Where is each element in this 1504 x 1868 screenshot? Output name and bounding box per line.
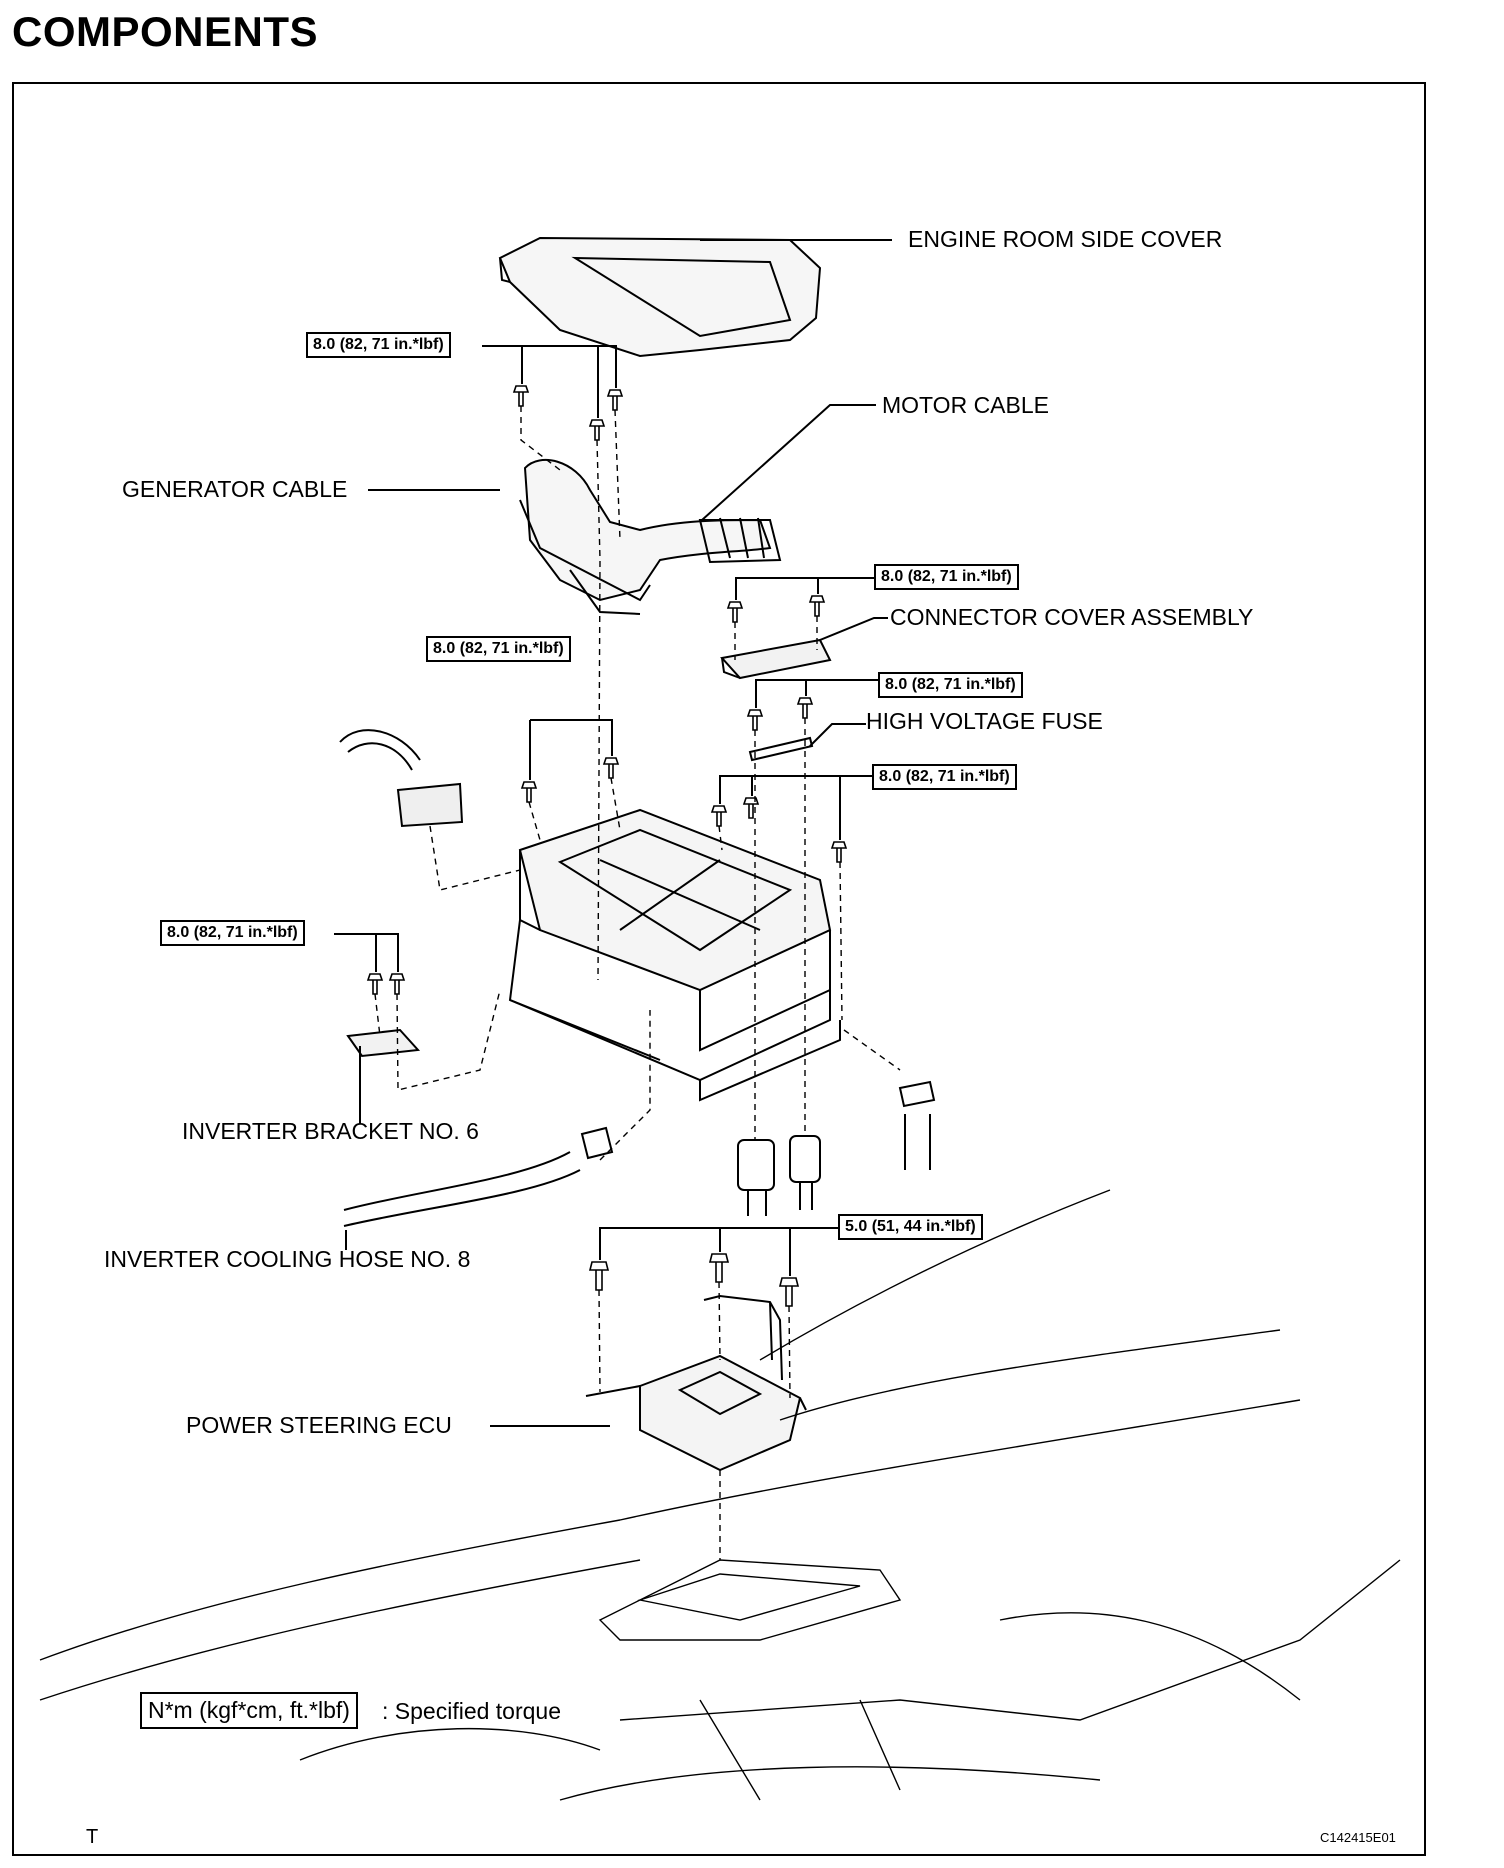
connector-cover-part <box>720 638 832 680</box>
torque-cover-bolts: 8.0 (82, 71 in.*lbf) <box>306 332 451 358</box>
label-motor-cable: MOTOR CABLE <box>882 392 1049 418</box>
diagram-frame <box>12 82 1426 1856</box>
grommet-part <box>339 729 464 828</box>
motor-generator-cable-part <box>519 459 782 615</box>
cooling-hose-part <box>343 1126 614 1227</box>
torque-fuse-bolts: 8.0 (82, 71 in.*lbf) <box>878 672 1023 698</box>
vehicle-body-part <box>39 1189 1401 1801</box>
torque-connector-cover-bolts: 8.0 (82, 71 in.*lbf) <box>874 564 1019 590</box>
torque-callout-lines <box>334 345 880 1276</box>
torque-bracket-bolts: 8.0 (82, 71 in.*lbf) <box>160 920 305 946</box>
high-voltage-fuse-part <box>748 736 814 762</box>
engine-room-side-cover-part <box>498 236 822 358</box>
alignment-lines <box>374 406 901 1560</box>
inverter-part <box>508 808 841 1102</box>
power-steering-ecu-part <box>585 1294 807 1472</box>
illustration-code: C142415E01 <box>1320 1830 1396 1845</box>
label-connector-cover-assembly: CONNECTOR COVER ASSEMBLY <box>890 604 1254 630</box>
label-engine-room-side-cover: ENGINE ROOM SIDE COVER <box>908 226 1223 252</box>
label-inverter-bracket-no6: INVERTER BRACKET NO. 6 <box>182 1118 479 1144</box>
label-power-steering-ecu: POWER STEERING ECU <box>186 1412 452 1438</box>
bolts <box>366 385 848 1307</box>
torque-inverter-right-bolts: 8.0 (82, 71 in.*lbf) <box>872 764 1017 790</box>
legend-description: : Specified torque <box>382 1698 562 1724</box>
inverter-bracket-part <box>346 1028 421 1058</box>
legend-torque-unit: N*m (kgf*cm, ft.*lbf) <box>140 1692 358 1730</box>
label-inverter-cooling-hose-no8: INVERTER COOLING HOSE NO. 8 <box>104 1246 471 1272</box>
label-high-voltage-fuse: HIGH VOLTAGE FUSE <box>866 708 1103 734</box>
inverter-connectors-part <box>737 1080 936 1216</box>
torque-inverter-top-bolts: 8.0 (82, 71 in.*lbf) <box>426 636 571 662</box>
torque-ecu-bolts: 5.0 (51, 44 in.*lbf) <box>838 1214 983 1240</box>
leader-lines <box>345 239 892 1427</box>
label-generator-cable: GENERATOR CABLE <box>122 476 348 502</box>
footer-mark: T <box>86 1826 99 1848</box>
page-title: COMPONENTS <box>12 8 319 55</box>
